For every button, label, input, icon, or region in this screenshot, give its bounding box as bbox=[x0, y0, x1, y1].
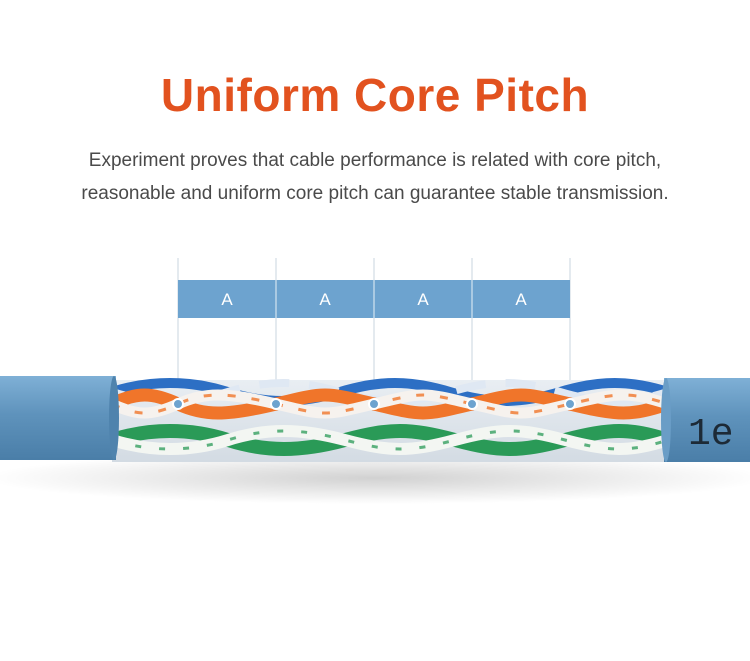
pitch-segment-3 bbox=[374, 280, 472, 318]
cable-jacket-left bbox=[0, 376, 119, 460]
pitch-label-3: A bbox=[417, 290, 429, 309]
cable-jacket-right: 1e bbox=[661, 378, 750, 462]
pitch-label-2: A bbox=[319, 290, 331, 309]
pitch-segment-1 bbox=[178, 280, 276, 318]
subtitle-line-2: reasonable and uniform core pitch can gu… bbox=[81, 183, 669, 204]
pitch-markers bbox=[172, 398, 576, 410]
pitch-label-1: A bbox=[221, 290, 233, 309]
subtitle-line-1: Experiment proves that cable performance… bbox=[88, 150, 662, 171]
pitch-dot-5 bbox=[564, 398, 576, 410]
orange-twisted-pair bbox=[109, 388, 670, 420]
green-twisted-pair bbox=[109, 424, 671, 456]
cable-print-text: 1e bbox=[688, 413, 734, 456]
pitch-label-4: A bbox=[515, 290, 527, 309]
pitch-segment-2 bbox=[276, 280, 374, 318]
pitch-dot-2 bbox=[270, 398, 282, 410]
pitch-dot-4 bbox=[466, 398, 478, 410]
pitch-dot-3 bbox=[368, 398, 380, 410]
pitch-dot-1 bbox=[172, 398, 184, 410]
pitch-segment-4 bbox=[472, 280, 570, 318]
pitch-band: A A A A bbox=[178, 280, 570, 318]
page-title: Uniform Core Pitch bbox=[160, 69, 590, 121]
